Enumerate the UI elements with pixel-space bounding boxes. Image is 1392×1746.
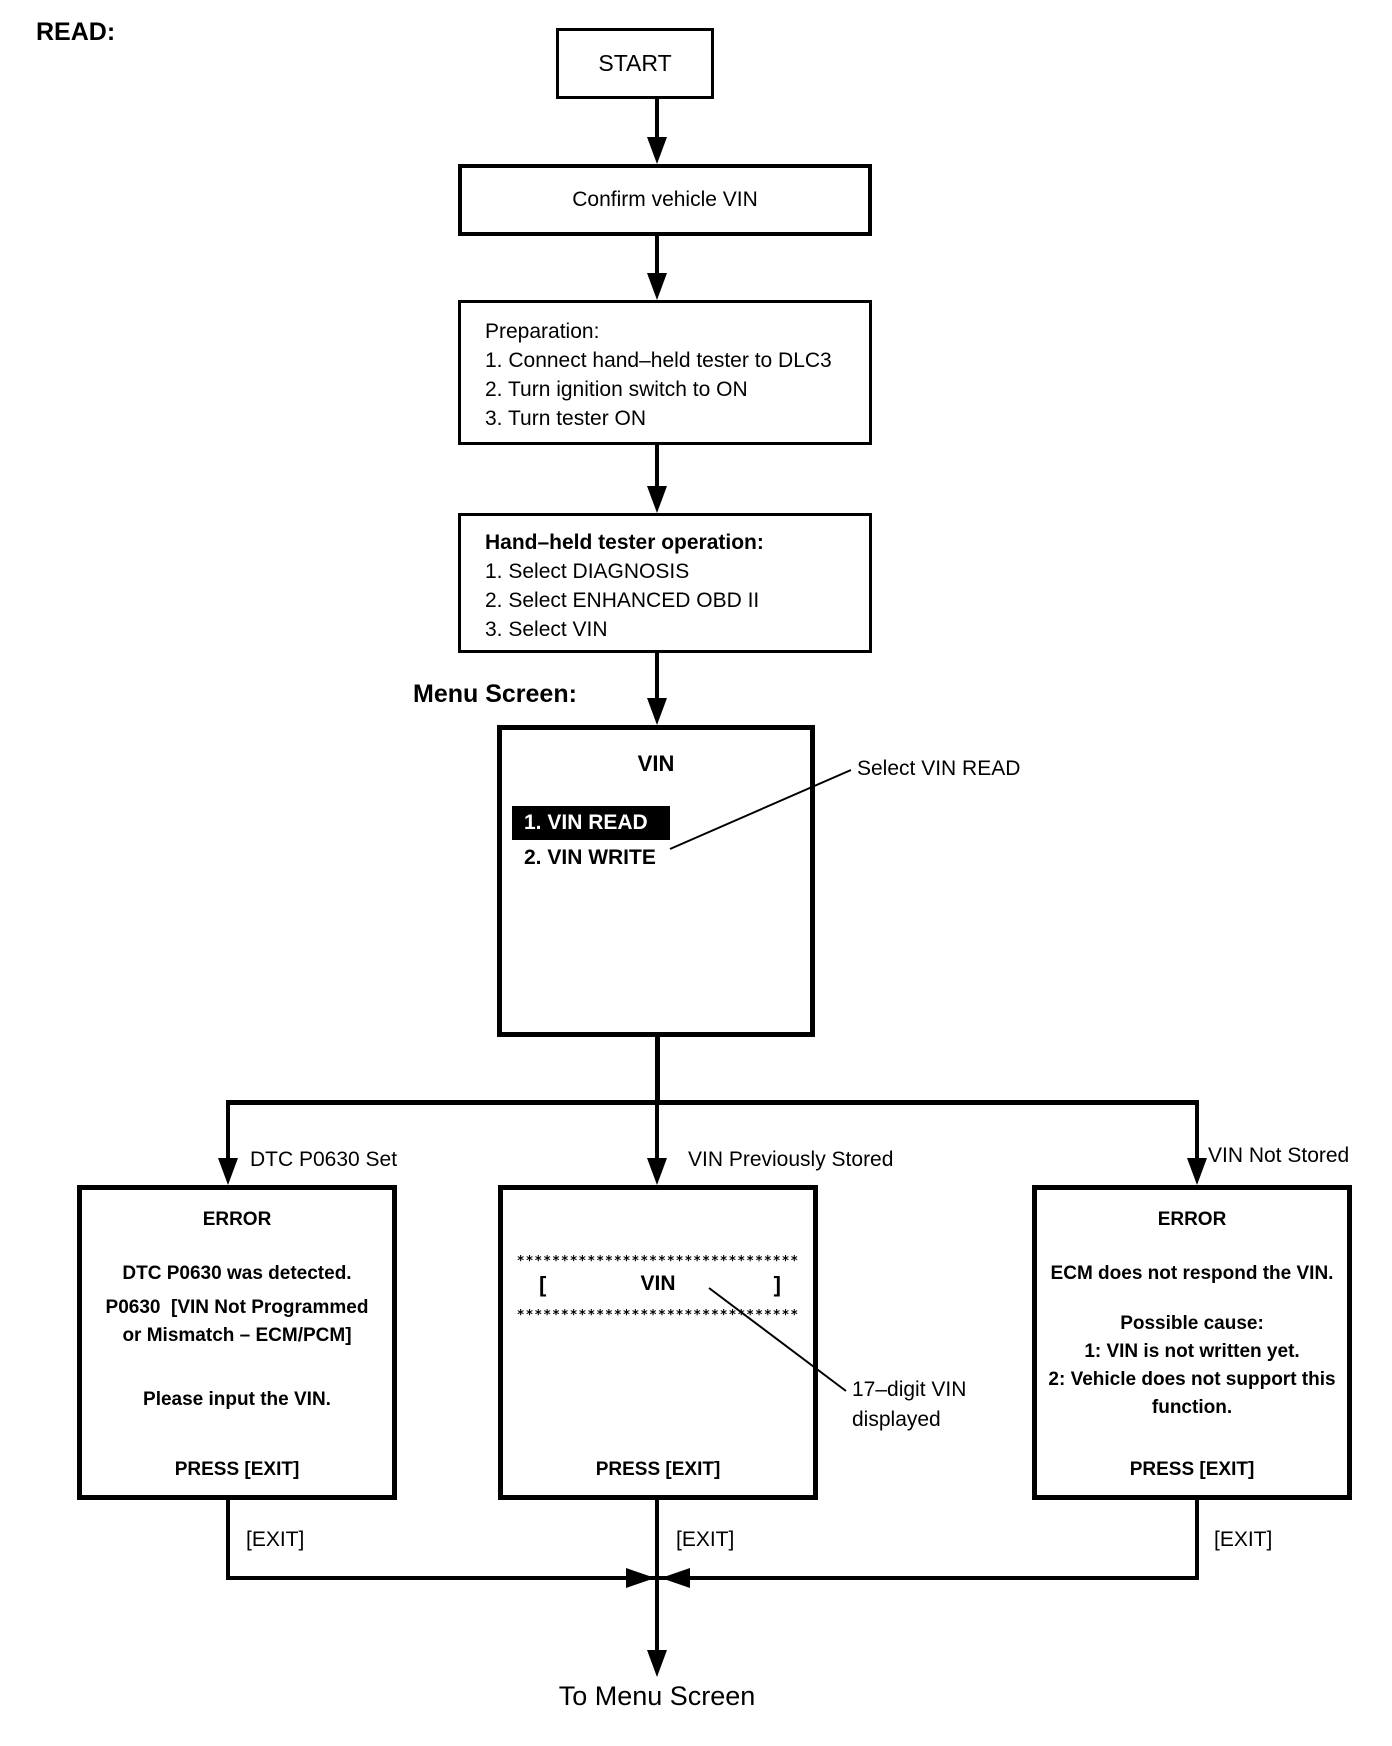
connector-line — [226, 1100, 230, 1160]
press-exit-label: PRESS [EXIT] — [1129, 1459, 1255, 1480]
tester-step: 3. Select VIN — [485, 618, 608, 641]
arrow-left-icon — [661, 1568, 690, 1588]
error-text: ECM does not respond the VIN. — [1050, 1263, 1334, 1284]
to-menu-screen-label: To Menu Screen — [558, 1681, 756, 1711]
vin-display-title: VIN — [640, 1272, 676, 1295]
tester-step: 1. Select DIAGNOSIS — [485, 560, 690, 583]
press-exit-label: PRESS [EXIT] — [174, 1459, 300, 1480]
vin-note-line1: 17–digit VIN — [852, 1378, 967, 1401]
exit-label-left: [EXIT] — [246, 1528, 305, 1551]
exit-label-right: [EXIT] — [1214, 1528, 1273, 1551]
tester-operation-title: Hand–held tester operation: — [485, 531, 764, 554]
select-vin-read-note: Select VIN READ — [857, 757, 1021, 780]
press-exit-label: PRESS [EXIT] — [595, 1459, 721, 1480]
arrow-down-icon — [647, 1650, 667, 1677]
preparation-step: 1. Connect hand–held tester to DLC3 — [485, 349, 832, 372]
confirm-vin-box: Confirm vehicle VIN — [458, 164, 872, 236]
error-text: Possible cause: — [1120, 1313, 1264, 1334]
bracket-open: [ — [539, 1272, 547, 1297]
confirm-vin-label: Confirm vehicle VIN — [572, 188, 758, 211]
error-text: 2: Vehicle does not support this — [1048, 1369, 1336, 1390]
tester-operation-box: Hand–held tester operation: 1. Select DI… — [458, 513, 872, 653]
connector-line — [1195, 1500, 1199, 1578]
vin-note-line2: displayed — [852, 1408, 941, 1431]
connector-line — [655, 1580, 659, 1652]
connector-line — [655, 445, 659, 487]
read-heading: READ: — [36, 18, 116, 46]
error-text: 1: VIN is not written yet. — [1084, 1341, 1300, 1362]
arrow-right-icon — [626, 1568, 655, 1588]
connector-line — [226, 1500, 230, 1578]
menu-item-vin-read-label: 1. VIN READ — [524, 811, 648, 834]
branch-label-dtc-set: DTC P0630 Set — [250, 1148, 398, 1171]
arrow-down-icon — [647, 486, 667, 513]
vin-display-row: [ VIN ] — [503, 1272, 813, 1300]
error-text: Please input the VIN. — [143, 1389, 331, 1410]
connector-line — [655, 98, 659, 138]
preparation-step: 3. Turn tester ON — [485, 407, 647, 430]
convergence-line — [226, 1576, 1199, 1580]
connector-line — [655, 236, 659, 274]
connector-line — [655, 653, 659, 699]
vin-display-box: ******************************** [ VIN ]… — [498, 1185, 818, 1500]
asterisk-row: ******************************** — [516, 1308, 800, 1323]
start-label: START — [598, 50, 672, 76]
preparation-title: Preparation: — [485, 320, 600, 343]
error-no-response-box: ERROR ECM does not respond the VIN. Poss… — [1032, 1185, 1352, 1500]
connector-line — [655, 1100, 659, 1160]
arrow-down-icon — [647, 137, 667, 164]
connector-line — [1195, 1100, 1199, 1160]
arrow-down-icon — [647, 698, 667, 725]
error-text: or Mismatch – ECM/PCM] — [122, 1325, 352, 1346]
error-title: ERROR — [1157, 1209, 1227, 1230]
arrow-down-icon — [647, 1158, 667, 1185]
error-text: DTC P0630 was detected. — [122, 1263, 352, 1284]
exit-label-center: [EXIT] — [676, 1528, 735, 1551]
menu-title: VIN — [637, 751, 675, 776]
branch-label-vin-stored: VIN Previously Stored — [688, 1148, 894, 1171]
branch-label-vin-not-stored: VIN Not Stored — [1208, 1144, 1350, 1167]
connector-line — [655, 1037, 660, 1100]
bracket-close: ] — [773, 1272, 781, 1297]
error-text: P0630 [VIN Not Programmed — [105, 1297, 369, 1318]
tester-step: 2. Select ENHANCED OBD II — [485, 589, 760, 612]
preparation-step: 2. Turn ignition switch to ON — [485, 378, 748, 401]
branch-line — [226, 1100, 1199, 1105]
error-dtc-box: ERROR DTC P0630 was detected. P0630 [VIN… — [77, 1185, 397, 1500]
menu-item-vin-read: 1. VIN READ — [512, 806, 670, 840]
arrow-down-icon — [647, 273, 667, 300]
menu-screen-heading: Menu Screen: — [413, 680, 577, 708]
menu-screen-box: VIN 1. VIN READ 2. VIN WRITE — [497, 725, 815, 1037]
arrow-down-icon — [218, 1158, 238, 1185]
menu-item-vin-write: 2. VIN WRITE — [524, 846, 656, 869]
preparation-box: Preparation: 1. Connect hand–held tester… — [458, 300, 872, 445]
asterisk-row: ******************************** — [516, 1254, 800, 1269]
start-box: START — [556, 28, 714, 99]
error-text: function. — [1151, 1397, 1233, 1418]
error-title: ERROR — [202, 1209, 272, 1230]
connector-line — [655, 1500, 659, 1578]
arrow-down-icon — [1187, 1158, 1207, 1185]
